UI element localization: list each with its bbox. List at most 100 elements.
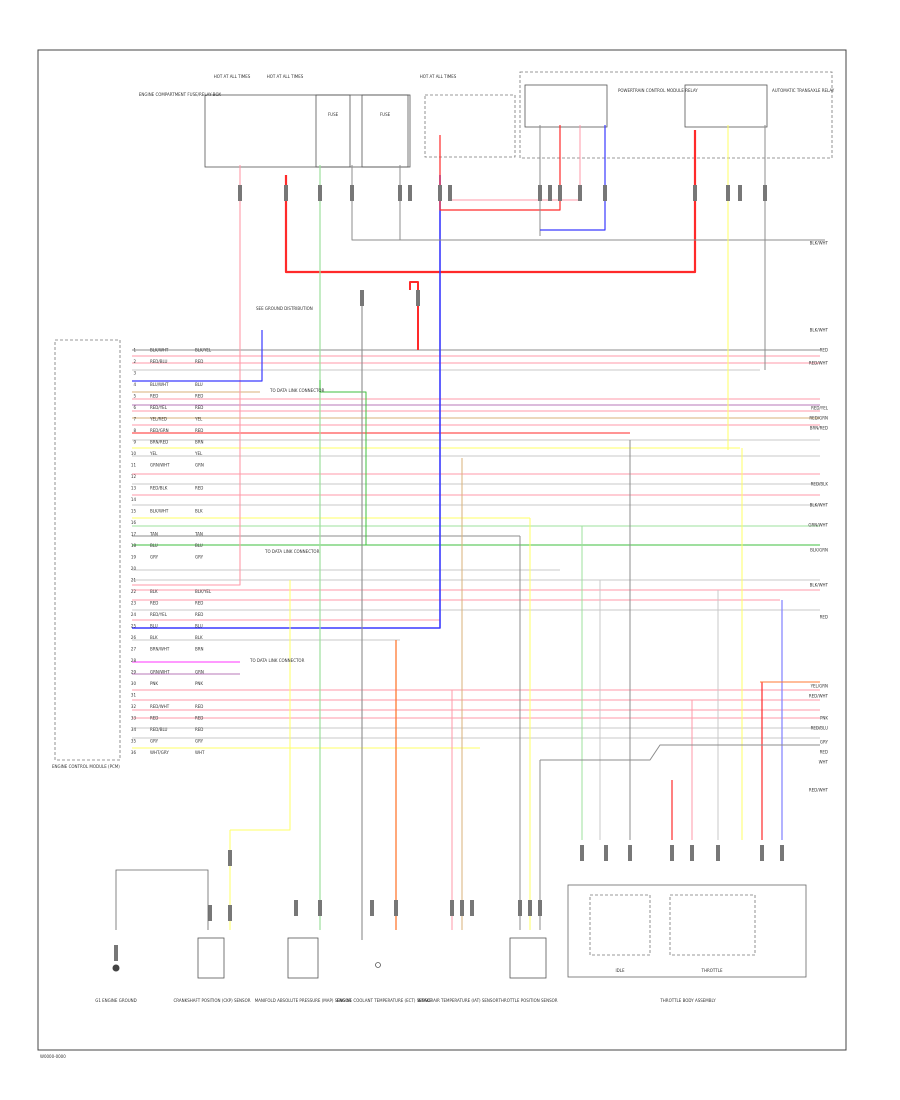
ecm-pin-circuit: BLK bbox=[195, 509, 203, 514]
connector-pin bbox=[360, 290, 364, 306]
connector-pin bbox=[726, 185, 730, 201]
ecm-pin-number: 21 bbox=[131, 578, 137, 583]
ecm-pin-circuit: RED bbox=[195, 716, 203, 721]
throttle-sub-throttle: THROTTLE bbox=[701, 968, 723, 973]
connector-pin bbox=[760, 845, 764, 861]
ecm-pin-circuit: RED bbox=[195, 727, 203, 732]
right-wire-label: RED/BLK bbox=[811, 482, 829, 487]
connector-pin bbox=[238, 185, 242, 201]
connector-pin bbox=[763, 185, 767, 201]
ecm-box bbox=[54, 339, 121, 761]
ecm-pin-circuit: BRN bbox=[195, 647, 204, 652]
ecm-pin-circuit: RED bbox=[195, 601, 203, 606]
top-labels: ENGINE COMPARTMENT FUSE/RELAY BOX HOT AT… bbox=[139, 74, 835, 117]
connector-pin bbox=[558, 185, 562, 201]
connector-layer bbox=[114, 185, 784, 961]
right-wire-label: PNK bbox=[820, 716, 828, 721]
ecm-pin-number: 11 bbox=[131, 463, 137, 468]
bottom-label-ect: ENGINE COOLANT TEMPERATURE (ECT) SENSOR bbox=[337, 998, 434, 1003]
ecm-pin-color: TAN bbox=[149, 532, 158, 537]
connector-pin bbox=[460, 900, 464, 916]
note-ground: SEE GROUND DISTRIBUTION bbox=[256, 306, 313, 311]
connector-pin bbox=[228, 905, 232, 921]
connector-pin bbox=[416, 290, 420, 306]
ecm-pin-number: 10 bbox=[131, 451, 137, 456]
wire bbox=[132, 330, 263, 382]
wire bbox=[409, 281, 419, 350]
ecm-pin-number: 22 bbox=[131, 589, 137, 594]
throttle-switch-box bbox=[669, 894, 756, 956]
ecm-pin-color: GRN/WHT bbox=[150, 670, 170, 675]
connector-pin bbox=[690, 845, 694, 861]
ecm-pin-circuit: BLU bbox=[195, 543, 203, 548]
wire bbox=[351, 165, 825, 241]
ecm-pin-number: 9 bbox=[133, 440, 136, 445]
connector-pin bbox=[448, 185, 452, 201]
ecm-pin-number: 29 bbox=[131, 670, 137, 675]
right-wire-labels: BLK/WHTBLK/WHTREDRED/WHTRED/YELRED/GRNBR… bbox=[808, 241, 828, 793]
ecm-pin-color: PNK bbox=[150, 681, 158, 686]
connector-pin bbox=[394, 900, 398, 916]
ecm-pin-circuit: BRN bbox=[195, 440, 204, 445]
ecm-pin-color: RED/YEL bbox=[150, 612, 168, 617]
top-label-2: HOT AT ALL TIMES bbox=[214, 74, 251, 79]
connector-pin bbox=[528, 900, 532, 916]
connector-pin bbox=[318, 185, 322, 201]
right-wire-label: BLK/WHT bbox=[810, 328, 829, 333]
connector-pin bbox=[548, 185, 552, 201]
right-wire-label: RED/YEL bbox=[811, 406, 829, 411]
right-wire-label: RED bbox=[820, 615, 828, 620]
top-label-4: FUSE bbox=[328, 112, 339, 117]
ecm-pin-number: 3 bbox=[133, 371, 136, 376]
right-wire-label: RED bbox=[820, 750, 828, 755]
ecm-pin-color: BLU bbox=[150, 624, 158, 629]
ecm-pin-color: GRY bbox=[150, 555, 159, 560]
ecm-pin-color: RED/BLU bbox=[150, 727, 168, 732]
ecm-pin-number: 16 bbox=[131, 520, 137, 525]
ecm-pin-color: RED/GRN bbox=[150, 428, 169, 433]
connector-pin bbox=[228, 850, 232, 866]
right-wire-label: BLK/WHT bbox=[810, 241, 829, 246]
wire bbox=[284, 130, 697, 274]
connector-pin bbox=[578, 185, 582, 201]
ecm-pin-circuit: WHT bbox=[195, 750, 205, 755]
ecm-pin-number: 5 bbox=[133, 394, 136, 399]
ecm-pin-circuit: RED bbox=[195, 428, 203, 433]
top-label-1: ENGINE COMPARTMENT FUSE/RELAY BOX bbox=[139, 92, 221, 97]
ground-symbol bbox=[112, 964, 120, 972]
ecm-pin-number: 2 bbox=[133, 359, 136, 364]
ecm-pin-number: 34 bbox=[131, 727, 137, 732]
note-dlc-3: TO DATA LINK CONNECTOR bbox=[249, 658, 305, 663]
ecm-pin-circuit: TAN bbox=[194, 532, 203, 537]
at-relay-box bbox=[684, 84, 768, 128]
hot-box bbox=[424, 94, 516, 158]
throttle-sub-idle: IDLE bbox=[615, 968, 624, 973]
ecm-pin-color: BRN/RED bbox=[150, 440, 168, 445]
fuse-box-a bbox=[315, 94, 351, 168]
right-wire-label: BLK/GRN bbox=[810, 548, 828, 553]
idle-switch-box bbox=[589, 894, 651, 956]
top-label-8: AUTOMATIC TRANSAXLE RELAY bbox=[772, 88, 835, 93]
ecm-pin-number: 35 bbox=[131, 739, 137, 744]
throttle-body-box bbox=[567, 884, 807, 978]
note-dlc-1: TO DATA LINK CONNECTOR bbox=[269, 388, 325, 393]
connector-pin bbox=[628, 845, 632, 861]
ecm-pin-circuit: GRN bbox=[195, 463, 204, 468]
top-components bbox=[204, 71, 833, 168]
ground-wire bbox=[115, 869, 209, 930]
right-wire-label: GRN/WHT bbox=[808, 523, 828, 528]
fuse-box-b bbox=[361, 94, 409, 168]
connector-pin bbox=[780, 845, 784, 861]
wire bbox=[132, 165, 241, 586]
ecm-pin-color: RED bbox=[150, 394, 158, 399]
ecm-pin-number: 32 bbox=[131, 704, 137, 709]
ecm-label: ENGINE CONTROL MODULE (PCM) bbox=[52, 764, 120, 769]
ecm-pin-circuit: RED bbox=[195, 704, 203, 709]
ecm-pin-color: YEL/RED bbox=[149, 417, 167, 422]
connector-pin bbox=[398, 185, 402, 201]
bottom-label-ground: G1 ENGINE GROUND bbox=[95, 998, 137, 1003]
connector-pin bbox=[450, 900, 454, 916]
ecm-pin-number: 14 bbox=[131, 497, 137, 502]
